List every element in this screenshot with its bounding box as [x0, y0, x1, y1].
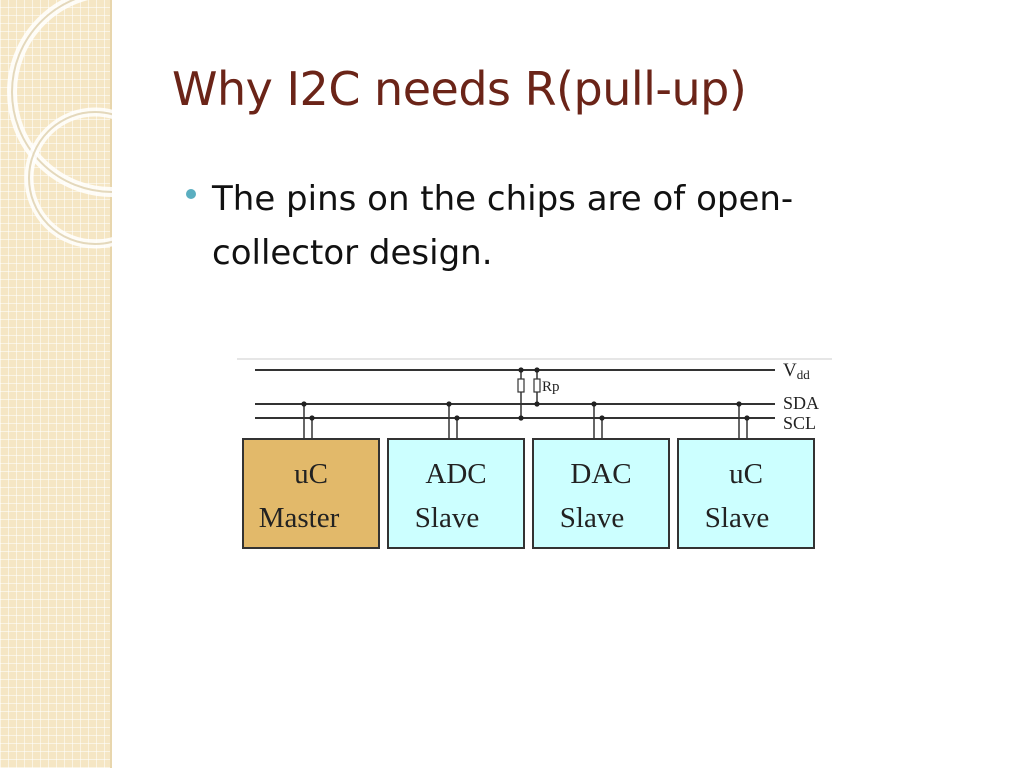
sda-label: SDA: [783, 393, 819, 413]
bullet-text: The pins on the chips are of open-collec…: [212, 179, 794, 273]
vdd-label-main: V: [783, 360, 797, 381]
device-uc-slave: uC Slave: [677, 438, 815, 549]
device-name: uC: [294, 458, 328, 490]
slide-title: Why I2C needs R(pull-up): [172, 62, 747, 116]
device-uc-master: uC Master: [242, 438, 380, 549]
device-box: [532, 438, 670, 549]
resistor-label: Rp: [542, 379, 560, 395]
device-role: Slave: [705, 502, 769, 534]
vdd-label: Vdd: [783, 360, 810, 382]
device-box: [242, 438, 380, 549]
device-taps: [301, 401, 750, 439]
pull-up-resistors: [517, 367, 541, 421]
bullet-item: The pins on the chips are of open-collec…: [186, 172, 886, 280]
decorative-rings: [7, 0, 112, 249]
scl-label: SCL: [783, 413, 816, 433]
device-role: Master: [259, 502, 340, 534]
device-name: ADC: [425, 458, 486, 490]
device-adc-slave: ADC Slave: [387, 438, 525, 549]
device-name: uC: [729, 458, 763, 490]
device-dac-slave: DAC Slave: [532, 438, 670, 549]
device-role: Slave: [415, 502, 479, 534]
device-name: DAC: [570, 458, 631, 490]
decorative-side-panel: [0, 0, 112, 768]
bullet-dot-icon: [186, 189, 196, 199]
device-box: [387, 438, 525, 549]
i2c-bus-diagram: Rp Vdd SDA SCL uC Master ADC Slave DAC S…: [237, 358, 832, 549]
vdd-label-sub: dd: [797, 367, 811, 382]
device-role: Slave: [560, 502, 624, 534]
device-box: [677, 438, 815, 549]
